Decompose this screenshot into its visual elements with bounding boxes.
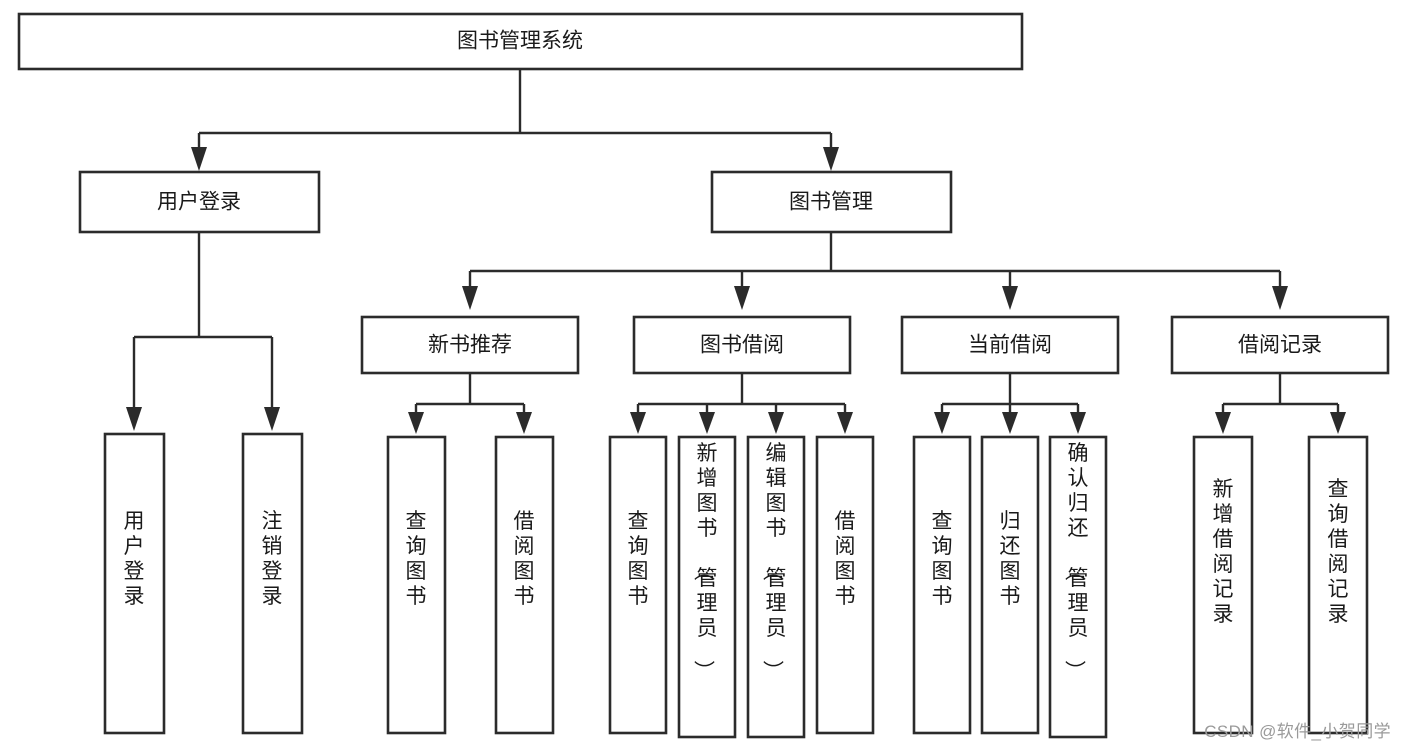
leaf-cb-confirm-return-label: 确认归还（管理员）	[1063, 442, 1089, 681]
leaf-cb-return-book-box	[980, 435, 1040, 735]
leaf-bb-edit-book-label: 编辑图书（管理员）	[761, 442, 787, 681]
leaf-bb-borrow-book-box	[815, 435, 875, 735]
leaf-logout[interactable]: 注销登录	[241, 432, 304, 735]
leaf-bb-query-book[interactable]: 查询图书	[608, 435, 668, 735]
leaf-nb-borrow-book[interactable]: 借阅图书	[494, 435, 555, 735]
leaf-cb-confirm-return[interactable]: 确认归还（管理员）	[1048, 435, 1108, 739]
connector-borrow-record-to-leaves	[1215, 373, 1346, 434]
leaf-bb-add-book-label: 新增图书（管理员）	[692, 442, 718, 681]
leaf-nb-query-book-box	[386, 435, 447, 735]
arrow-to-leaf-logout	[264, 407, 280, 431]
arrow-to-leaf-user-login	[126, 407, 142, 431]
connector-book-borrow-to-leaves	[630, 373, 853, 434]
leaf-bb-add-book-box	[677, 435, 737, 739]
connector-book-manage-to-level2	[462, 232, 1288, 310]
leaf-br-query-record[interactable]: 查询借阅记录	[1307, 435, 1369, 735]
connector-user-login-to-leaves	[126, 232, 280, 431]
leaf-bb-query-book-label: 查询图书	[628, 510, 649, 608]
arrow-to-leaf-cb-confirm	[1070, 412, 1086, 434]
leaf-logout-box	[241, 432, 304, 735]
leaf-br-add-record-box	[1192, 435, 1254, 735]
node-current-borrow-box	[900, 315, 1120, 375]
arrow-to-borrow-record	[1272, 286, 1288, 310]
arrow-to-leaf-nb-query	[408, 412, 424, 434]
node-book-manage[interactable]: 图书管理	[710, 170, 953, 234]
node-book-borrow[interactable]: 图书借阅	[632, 315, 852, 375]
node-book-manage-label: 图书管理	[789, 191, 873, 214]
node-user-login-box	[78, 170, 321, 234]
connector-new-book-to-leaves	[408, 373, 532, 434]
leaf-nb-query-book-label: 查询图书	[406, 510, 427, 608]
leaf-nb-borrow-book-box	[494, 435, 555, 735]
leaf-nb-query-book[interactable]: 查询图书	[386, 435, 447, 735]
node-new-book-recommend-label: 新书推荐	[428, 334, 512, 357]
leaf-user-login-box	[103, 432, 166, 735]
connector-current-borrow-to-leaves	[934, 373, 1086, 434]
arrow-to-leaf-br-query	[1330, 412, 1346, 434]
leaf-br-query-record-label: 查询借阅记录	[1328, 478, 1349, 626]
leaf-cb-return-book-label: 归还图书	[1000, 510, 1021, 608]
arrow-to-current-borrow	[1002, 286, 1018, 310]
node-user-login-label: 用户登录	[157, 191, 241, 214]
leaf-user-login-label: 用户登录	[124, 510, 145, 608]
leaf-cb-return-book[interactable]: 归还图书	[980, 435, 1040, 735]
arrow-to-leaf-nb-borrow	[516, 412, 532, 434]
leaf-cb-confirm-return-box	[1048, 435, 1108, 739]
node-root-label: 图书管理系统	[457, 30, 583, 53]
leaf-nb-borrow-book-label: 借阅图书	[514, 510, 535, 608]
node-current-borrow[interactable]: 当前借阅	[900, 315, 1120, 375]
arrow-to-leaf-bb-add	[699, 412, 715, 434]
arrow-to-leaf-bb-borrow	[837, 412, 853, 434]
node-borrow-record[interactable]: 借阅记录	[1170, 315, 1390, 375]
arrow-to-book-borrow	[734, 286, 750, 310]
arrow-to-user-login	[191, 147, 207, 171]
node-root-box	[17, 12, 1024, 71]
arrow-to-leaf-bb-query	[630, 412, 646, 434]
node-current-borrow-label: 当前借阅	[968, 334, 1052, 357]
node-root[interactable]: 图书管理系统	[17, 12, 1024, 71]
leaf-bb-edit-book-box	[746, 435, 806, 739]
arrow-to-leaf-br-add	[1215, 412, 1231, 434]
leaf-bb-query-book-box	[608, 435, 668, 735]
node-book-borrow-label: 图书借阅	[700, 334, 784, 357]
node-borrow-record-label: 借阅记录	[1238, 334, 1322, 357]
leaf-br-add-record-label: 新增借阅记录	[1213, 478, 1234, 626]
node-new-book-recommend-box	[360, 315, 580, 375]
arrow-to-book-manage	[823, 147, 839, 171]
leaf-br-add-record[interactable]: 新增借阅记录	[1192, 435, 1254, 735]
node-user-login[interactable]: 用户登录	[78, 170, 321, 234]
arrow-to-new-book	[462, 286, 478, 310]
arrow-to-leaf-bb-edit	[768, 412, 784, 434]
leaf-logout-label: 注销登录	[262, 510, 283, 608]
connector-root-to-level1	[191, 69, 839, 171]
node-new-book-recommend[interactable]: 新书推荐	[360, 315, 580, 375]
leaf-cb-query-book-box	[912, 435, 972, 735]
leaf-user-login[interactable]: 用户登录	[103, 432, 166, 735]
arrow-to-leaf-cb-query	[934, 412, 950, 434]
leaf-br-query-record-box	[1307, 435, 1369, 735]
leaf-cb-query-book-label: 查询图书	[932, 510, 953, 608]
arrow-to-leaf-cb-return	[1002, 412, 1018, 434]
leaf-bb-add-book[interactable]: 新增图书（管理员）	[677, 435, 737, 739]
leaf-cb-query-book[interactable]: 查询图书	[912, 435, 972, 735]
leaf-bb-borrow-book[interactable]: 借阅图书	[815, 435, 875, 735]
leaf-bb-edit-book[interactable]: 编辑图书（管理员）	[746, 435, 806, 739]
leaf-bb-borrow-book-label: 借阅图书	[835, 510, 856, 608]
